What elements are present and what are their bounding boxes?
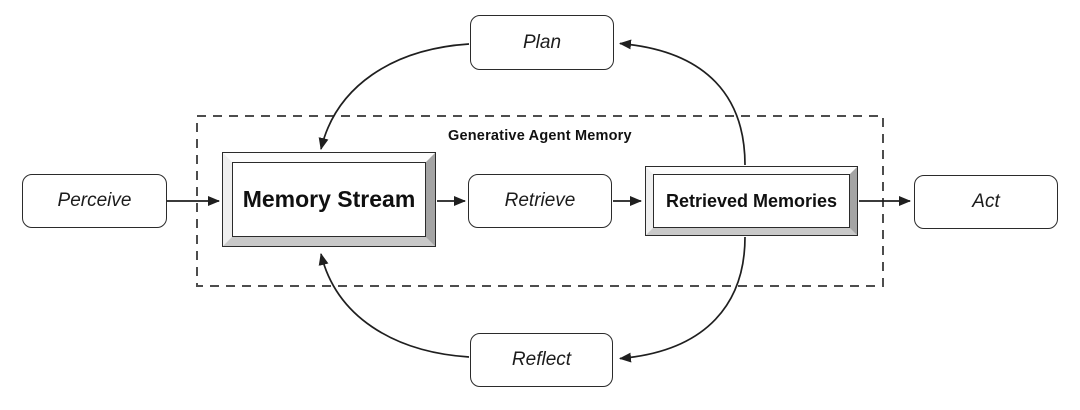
node-act: Act	[914, 175, 1058, 229]
node-plan-label: Plan	[522, 31, 562, 53]
node-retrieved-memories: Retrieved Memories	[645, 166, 858, 236]
region-title: Generative Agent Memory	[448, 128, 632, 144]
node-act-label: Act	[972, 191, 1000, 212]
retrieved-memories-bevel-frame	[646, 167, 857, 235]
node-reflect: Reflect	[470, 333, 613, 387]
node-retrieved-memories-label: Retrieved Memories	[665, 190, 838, 211]
node-reflect-label: Reflect	[511, 349, 572, 370]
node-retrieve: Retrieve	[468, 174, 612, 228]
arrow-plan-to-memory-stream	[318, 43, 470, 150]
memory-stream-bevel-frame	[223, 153, 435, 246]
arrow-retrieved-memories-to-reflect	[619, 236, 746, 363]
arrow-reflect-to-memory-stream	[318, 253, 470, 358]
node-perceive-label: Perceive	[57, 190, 132, 211]
retrieved-memories-inner: Retrieved Memories	[653, 174, 850, 228]
node-retrieve-label: Retrieve	[504, 190, 576, 211]
arrow-retrieved-memories-to-plan	[619, 39, 746, 166]
node-memory-stream: Memory Stream	[222, 152, 436, 247]
node-perceive: Perceive	[22, 174, 167, 228]
memory-stream-inner: Memory Stream	[232, 162, 426, 237]
node-memory-stream-label: Memory Stream	[242, 186, 416, 212]
node-plan: Plan	[470, 15, 614, 70]
